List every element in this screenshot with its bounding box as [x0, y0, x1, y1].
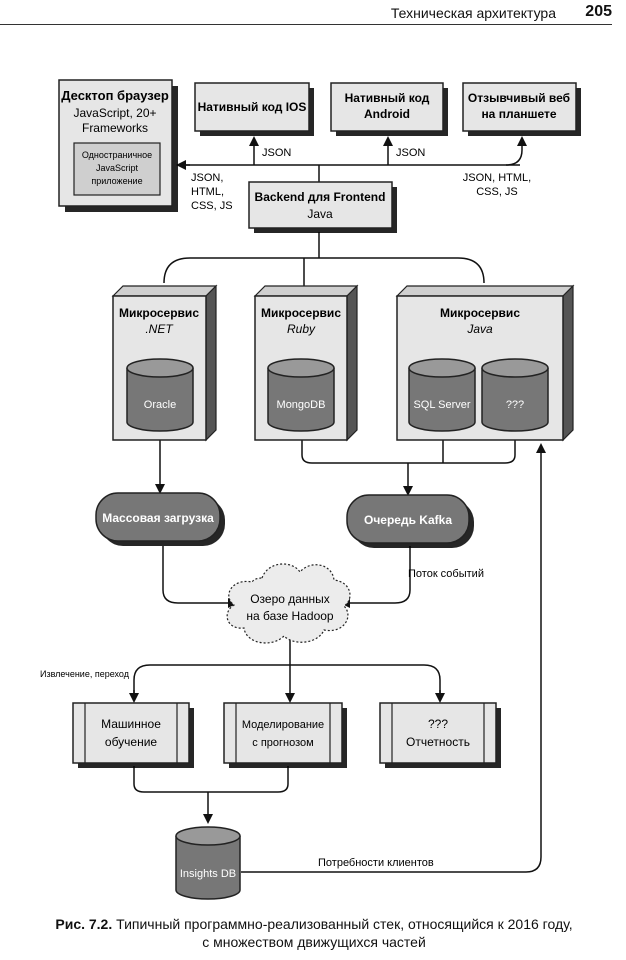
bulk-load-label: Массовая загрузка	[102, 511, 214, 525]
desktop-line3: Frameworks	[82, 121, 148, 135]
label-event-stream: Поток событий	[408, 568, 484, 580]
android-line1: Нативный код	[345, 91, 430, 105]
label-extract: Извлечение, переход	[40, 669, 130, 679]
caption-line1: Рис. 7.2. Типичный программно-реализован…	[18, 915, 610, 933]
modeling-node: Моделирование с прогнозом	[223, 702, 347, 768]
ios-node: Нативный код IOS	[194, 82, 314, 136]
architecture-diagram: Десктоп браузер JavaScript, 20+ Framewor…	[40, 79, 581, 900]
desktop-line2: JavaScript, 20+	[73, 106, 156, 120]
ms-java-title: Микросервис	[440, 306, 520, 320]
microservice-java-node: Микросервис Java SQL Server ???	[395, 284, 575, 442]
ms-ruby-title: Микросервис	[261, 306, 341, 320]
kafka-queue-node: Очередь Kafka	[346, 494, 474, 548]
label-tablet-1: JSON, HTML,	[463, 172, 531, 184]
arrow-customer-needs	[241, 443, 546, 873]
ml-line2: обучение	[105, 735, 158, 749]
desktop-title: Десктоп браузер	[61, 88, 169, 103]
ios-title: Нативный код IOS	[198, 100, 307, 114]
report-line2: Отчетность	[406, 735, 470, 749]
ml-node: Машинное обучение	[72, 702, 194, 768]
oracle-db: Oracle	[126, 358, 194, 432]
ms-ruby-sub: Ruby	[287, 322, 316, 336]
header-rule	[0, 24, 612, 25]
android-line2: Android	[364, 107, 410, 121]
arrow-to-tablet	[505, 136, 527, 166]
mongodb-label: MongoDB	[277, 399, 326, 411]
analytics-to-insights	[133, 766, 289, 793]
android-node: Нативный код Android	[330, 82, 448, 136]
lake-line2: на базе Hadoop	[246, 609, 334, 623]
tablet-node: Отзывчивый веб на планшете	[462, 82, 581, 136]
ms-net-title: Микросервис	[119, 306, 199, 320]
insights-label: Insights DB	[180, 868, 236, 880]
kafka-label: Очередь Kafka	[364, 513, 452, 527]
bff-node: Backend для Frontend Java	[248, 181, 397, 233]
dbs-to-kafka	[301, 440, 516, 464]
report-line1: ???	[428, 717, 448, 731]
model-line2: с прогнозом	[252, 737, 313, 749]
spa-box	[73, 142, 161, 196]
label-json-android: JSON	[396, 147, 425, 159]
arrow-kafka-lake	[340, 546, 411, 608]
spa-line1: Одностраничное	[82, 150, 152, 160]
label-desktop-3: CSS, JS	[191, 200, 233, 212]
model-line1: Моделирование	[242, 719, 324, 731]
unknown-db-label: ???	[506, 399, 524, 411]
label-json-ios: JSON	[262, 147, 291, 159]
page-number: 205	[585, 3, 612, 20]
bulk-load-node: Массовая загрузка	[95, 492, 225, 546]
oracle-label: Oracle	[144, 399, 176, 411]
section-title: Техническая архитектура	[390, 5, 556, 21]
ml-line1: Машинное	[101, 717, 161, 731]
bff-title: Backend для Frontend	[255, 190, 386, 204]
lake-to-analytics-bus	[133, 664, 441, 698]
microservice-net-node: Микросервис .NET Oracle	[111, 284, 218, 442]
connectors	[129, 136, 546, 873]
label-customer-needs: Потребности клиентов	[318, 857, 434, 869]
insights-db-node: Insights DB	[175, 826, 241, 900]
desktop-browser-node: Десктоп браузер JavaScript, 20+ Framewor…	[58, 79, 178, 212]
caption-line2: с множеством движущихся частей	[202, 934, 426, 950]
hadoop-data-lake-node: Озеро данных на базе Hadoop	[226, 563, 351, 644]
arrow-bulk-lake	[162, 546, 238, 608]
spa-line2: JavaScript	[96, 163, 139, 173]
microservice-ruby-node: Микросервис Ruby MongoDB	[253, 284, 359, 442]
lake-line1: Озеро данных	[250, 592, 330, 606]
spa-line3: приложение	[91, 176, 142, 186]
ms-java-sub: Java	[466, 322, 493, 336]
bff-sub: Java	[307, 207, 333, 221]
tablet-line2: на планшете	[481, 107, 556, 121]
bff-to-services	[163, 257, 485, 284]
mongodb-db: MongoDB	[267, 358, 335, 432]
sqlserver-label: SQL Server	[413, 399, 470, 411]
label-desktop-1: JSON,	[191, 172, 223, 184]
unknown-db: ???	[481, 358, 549, 432]
label-desktop-2: HTML,	[191, 186, 224, 198]
reporting-node: ??? Отчетность	[379, 702, 501, 768]
figure-caption: Рис. 7.2. Типичный программно-реализован…	[18, 915, 610, 951]
ms-net-sub: .NET	[145, 322, 174, 336]
sqlserver-db: SQL Server	[408, 358, 476, 432]
label-tablet-2: CSS, JS	[476, 186, 518, 198]
caption-text1: Типичный программно-реализованный стек, …	[116, 916, 573, 932]
caption-label: Рис. 7.2.	[55, 916, 113, 932]
tablet-line1: Отзывчивый веб	[468, 91, 570, 105]
page-header: Техническая архитектура 205	[0, 0, 626, 26]
